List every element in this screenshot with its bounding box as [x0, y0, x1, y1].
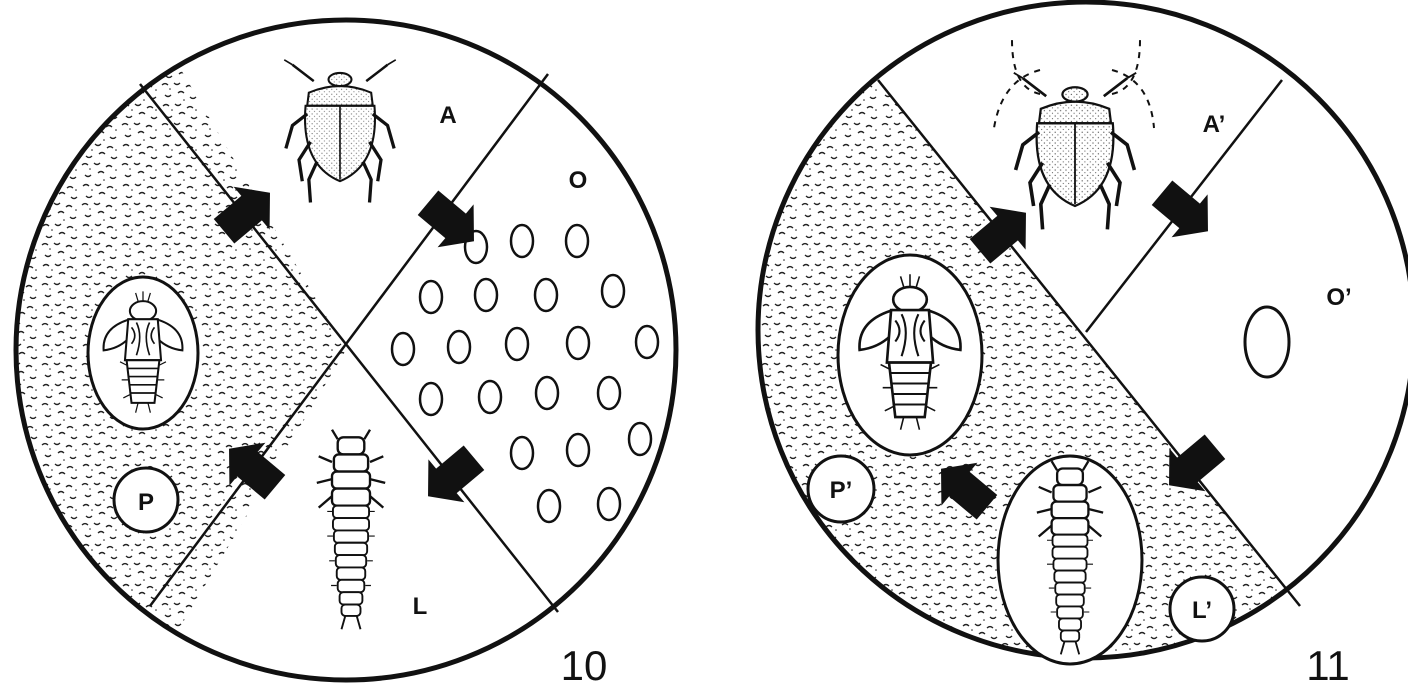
egg-icon — [602, 275, 624, 307]
pupa-cell — [838, 255, 982, 455]
pupa-cell — [88, 277, 198, 429]
larva-label: L’ — [1192, 597, 1212, 624]
egg-icon — [448, 331, 470, 363]
figure-11: P’ L’ A’ O’ 11 — [740, 2, 1408, 694]
adult-label: A — [439, 102, 456, 129]
larva-label: L — [413, 593, 428, 620]
egg-icon — [479, 381, 501, 413]
egg-icon — [1245, 307, 1289, 377]
beetle-adult-icon — [1014, 73, 1136, 230]
egg-icon — [598, 377, 620, 409]
egg-label: O’ — [1326, 284, 1351, 311]
cycle-arrow-icon — [410, 436, 492, 517]
pupa-label: P — [138, 489, 154, 516]
egg-icon — [567, 434, 589, 466]
pupa-label: P’ — [830, 477, 853, 504]
egg-icon — [598, 488, 620, 520]
egg-icon — [535, 279, 557, 311]
larva-icon — [317, 430, 385, 630]
egg-icon — [475, 279, 497, 311]
egg-icon — [566, 225, 588, 257]
egg-icon — [567, 327, 589, 359]
egg-icon — [506, 328, 528, 360]
egg-icon — [511, 225, 533, 257]
egg-icon — [636, 326, 658, 358]
larva-cell — [998, 456, 1142, 664]
egg-icon — [420, 281, 442, 313]
figure-number: 10 — [561, 642, 608, 689]
egg-icon — [629, 423, 651, 455]
beetle-adult-icon — [284, 60, 396, 203]
egg-label: O — [569, 167, 588, 194]
egg-icon — [392, 333, 414, 365]
egg-icon — [536, 377, 558, 409]
egg-cluster — [1245, 307, 1289, 377]
figure-10: P A O L 10 — [0, 0, 676, 694]
egg-icon — [538, 490, 560, 522]
figure-number: 11 — [1306, 642, 1350, 689]
adult-label: A’ — [1203, 111, 1226, 138]
egg-icon — [511, 437, 533, 469]
egg-icon — [420, 383, 442, 415]
